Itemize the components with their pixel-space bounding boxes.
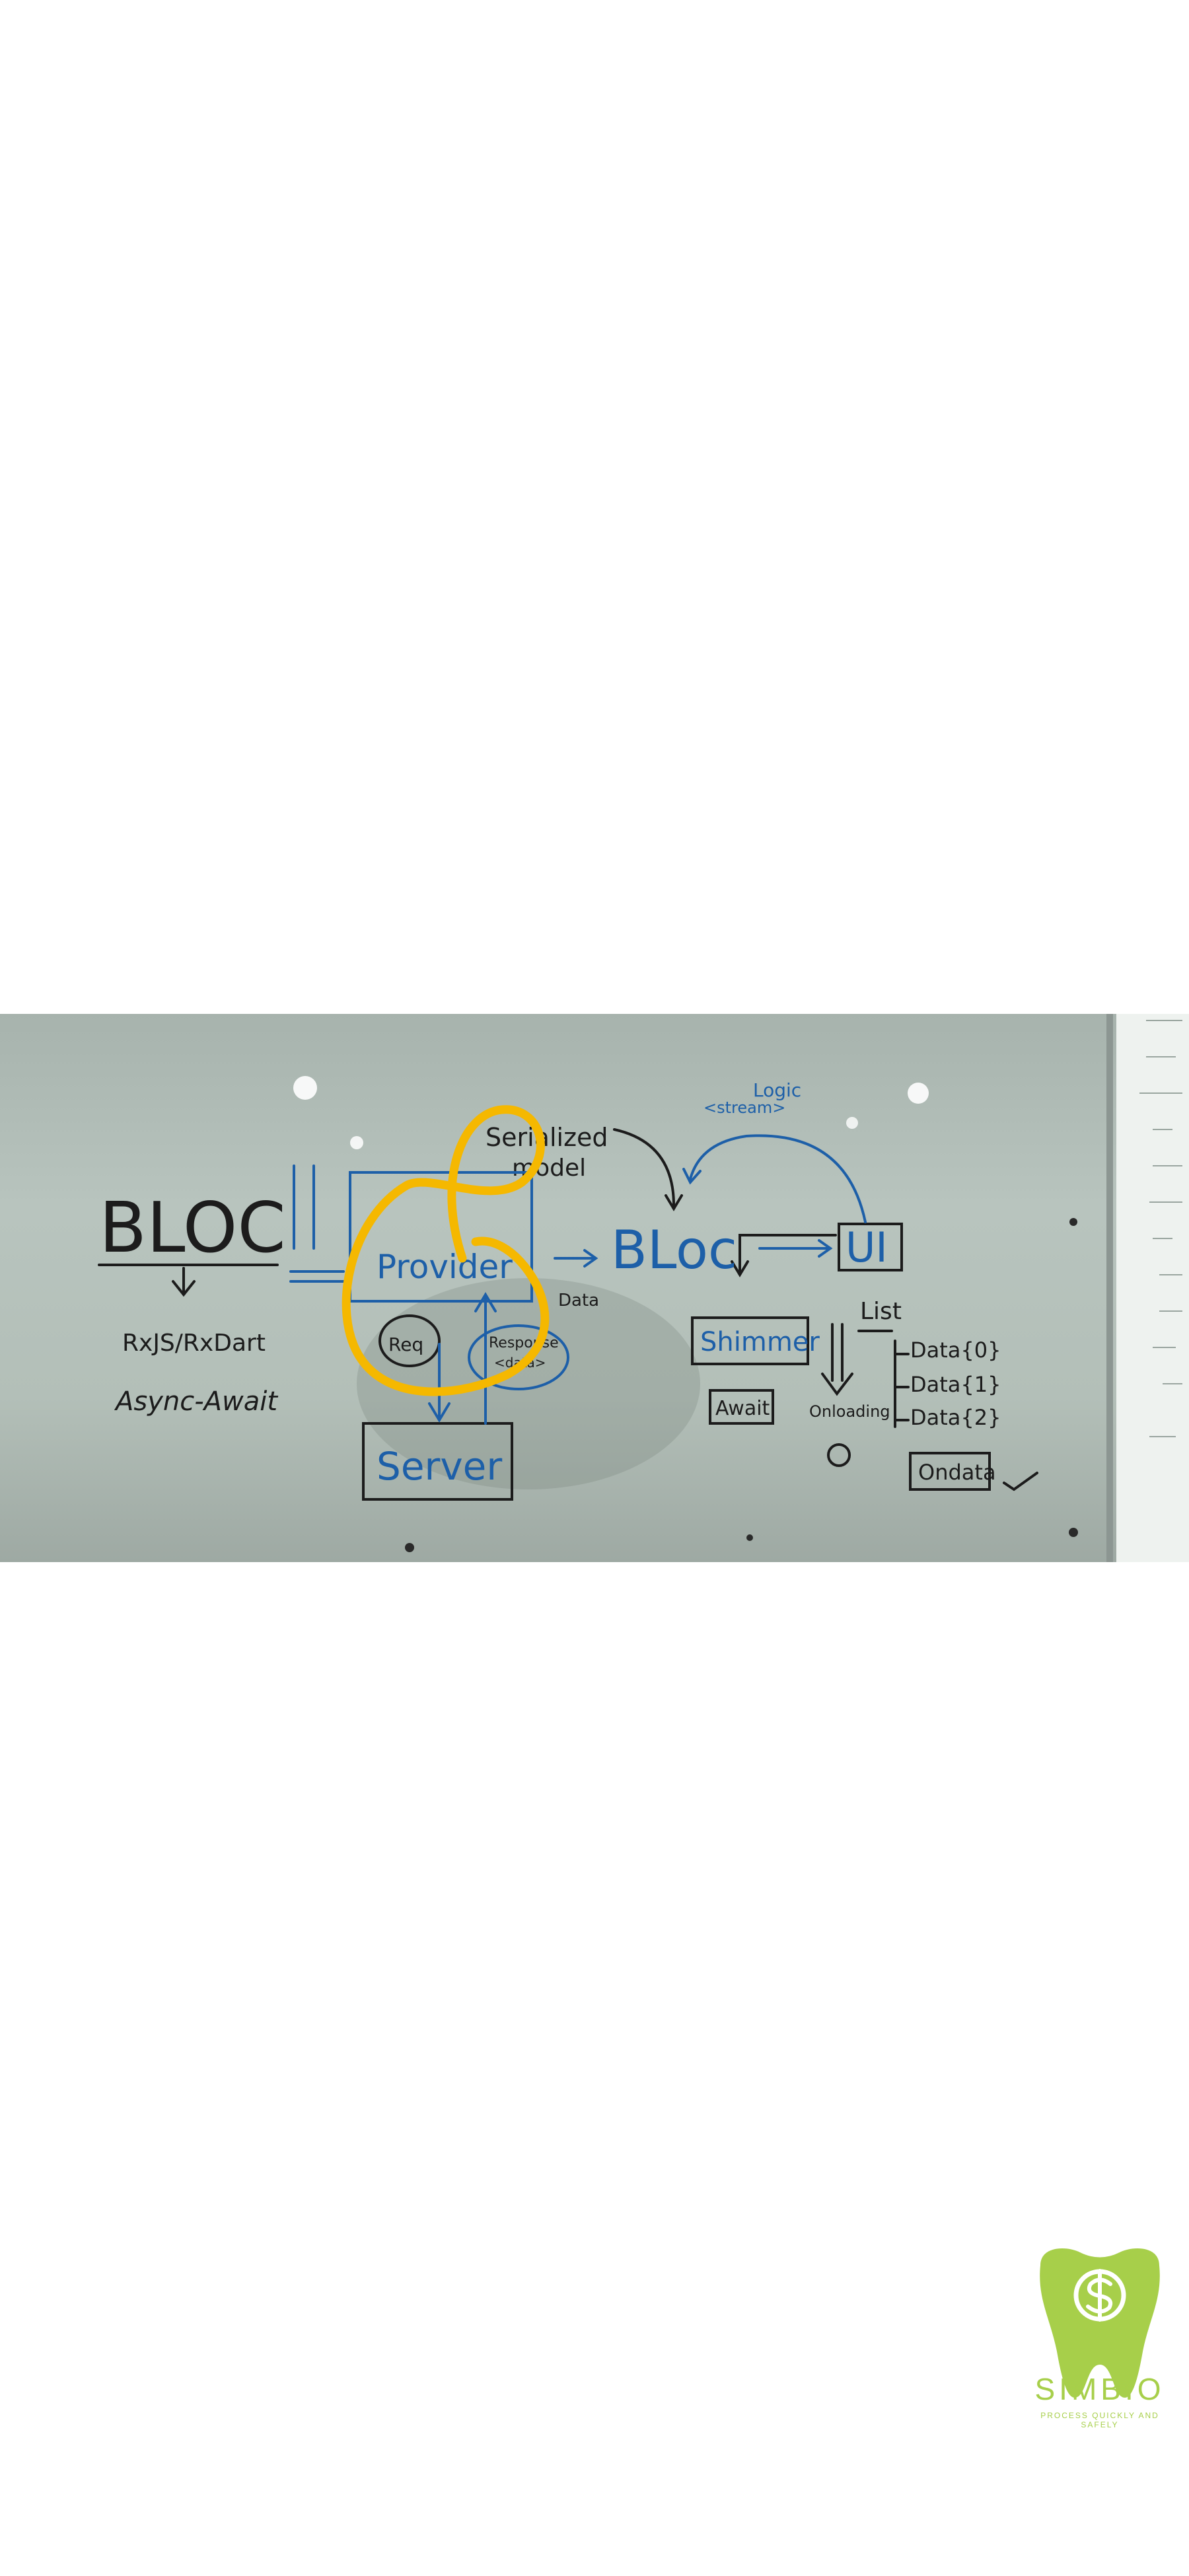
list-bracket [857,1330,910,1428]
ceiling-light [350,1136,363,1149]
bloc-to-ui-arrow [758,1239,833,1258]
board-text-server: Server [377,1444,502,1489]
highlight-circle [342,1105,550,1396]
serialized-arrow [613,1128,683,1211]
board-text-response: Response [489,1335,559,1351]
board-text-logic: Logic [753,1079,801,1101]
brand-name: SIMBIO [1034,2372,1165,2406]
brand-tagline: PROCESS QUICKLY AND SAFELY [1040,2411,1159,2429]
equals-sign [289,1164,345,1283]
whiteboard-drawing: BLOC RxJS/RxDart Async-Await Serialized … [98,1014,1189,1562]
board-text-list: List [860,1298,902,1325]
response-bubble [468,1324,569,1390]
board-text-data0: Data{0} [910,1338,1001,1363]
board-text-shimmer: Shimmer [700,1327,820,1357]
board-text-bloc: BLOC [99,1188,286,1268]
monitor-reflection [1116,1014,1189,1562]
box-shimmer [691,1316,809,1365]
tooth-dollar-icon [1040,2248,1160,2398]
board-text-data1: Data{1} [910,1372,1001,1397]
req-bubble [378,1314,441,1367]
onloading-circle [827,1443,851,1467]
ui-to-bloc-loop [682,1134,867,1223]
req-down-arrow [428,1343,450,1423]
board-text-provider: Provider [377,1248,513,1286]
board-pin [746,1534,753,1541]
shimmer-arrow [731,1234,837,1277]
ceiling-light [846,1117,858,1129]
box-ui-inner [838,1223,903,1271]
board-text-data2: Data{2} [910,1405,1001,1430]
background-reflection [357,1278,700,1489]
box-provider [349,1171,533,1303]
board-text-req: Req [388,1334,423,1355]
board-text-rxjs: RxJS/RxDart [122,1330,266,1357]
board-text-data: Data [558,1291,599,1310]
board-text-serialized: Serialized [486,1123,608,1152]
board-text-ondata: Ondata [918,1460,996,1485]
board-pin [405,1543,414,1552]
board-text-bloc-blue: BLoc [611,1219,737,1281]
box-ondata [909,1452,991,1491]
board-text-ui: UI [846,1223,888,1271]
ceiling-light [908,1083,929,1104]
checkmark [1003,1472,1038,1491]
ceiling-light [293,1076,317,1100]
server-up-arrow [474,1292,497,1425]
board-text-await: Await [715,1397,770,1420]
bloc-down-arrow [172,1267,196,1297]
onloading-arrow [821,1323,853,1396]
provider-to-bloc-arrow [554,1249,598,1268]
board-text-onloading: Onloading [809,1402,890,1421]
board-pin [1069,1528,1078,1537]
whiteboard-photo: BLOC RxJS/RxDart Async-Await Serialized … [0,1014,1189,1562]
board-text-stream: <stream> [703,1098,785,1117]
board-pin [1069,1218,1077,1226]
box-await [709,1389,774,1425]
box-server [362,1422,513,1501]
board-text-async: Async-Await [114,1386,278,1417]
